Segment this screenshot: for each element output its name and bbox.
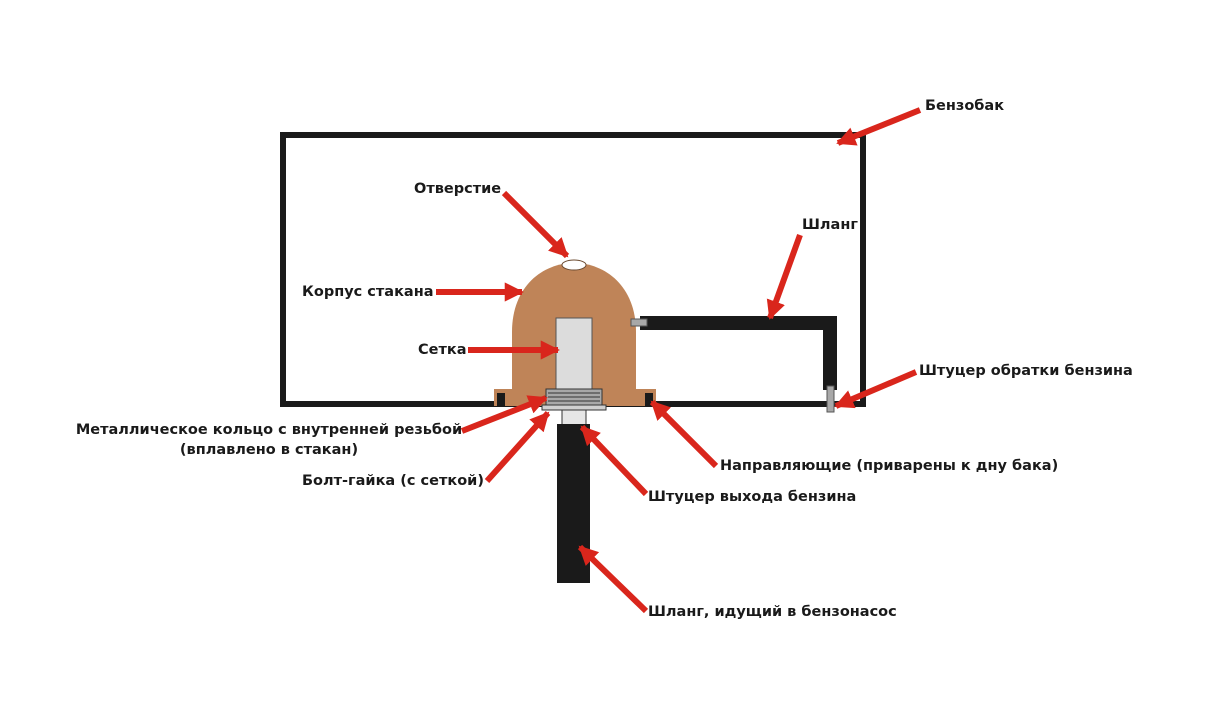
mesh-screen: [555, 317, 593, 395]
arrow-guides: [649, 399, 719, 469]
label-mesh: Сетка: [418, 342, 467, 358]
arrow-tank: [836, 107, 922, 146]
pointer-arrows: [436, 107, 922, 614]
arrow-hole: [501, 190, 570, 259]
cup-hole: [561, 259, 587, 271]
return-hose-horizontal: [640, 316, 837, 330]
return-hose-vertical: [823, 316, 837, 390]
label-metal-ring-line2: (вплавлено в стакан): [179, 442, 359, 458]
return-fitting: [826, 385, 835, 413]
label-pump-hose: Шланг, идущий в бензонасос: [648, 604, 897, 620]
label-bolt-nut: Болт-гайка (с сеткой): [302, 473, 484, 489]
cup-return-nipple: [630, 318, 648, 327]
label-hose: Шланг: [802, 217, 858, 233]
bolt-nut: [541, 404, 607, 411]
label-metal-ring-line1: Металлическое кольцо с внутренней резьбо…: [75, 422, 463, 438]
label-cup-body: Корпус стакана: [302, 284, 434, 300]
label-return-fitting: Штуцер обратки бензина: [919, 363, 1133, 379]
arrow-return-fitting: [834, 369, 918, 409]
guide-right: [645, 393, 653, 406]
arrow-pump-hose: [577, 544, 649, 614]
label-tank: Бензобак: [925, 98, 1005, 114]
arrow-metal-ring: [460, 395, 548, 434]
arrow-hose: [766, 233, 803, 320]
arrow-bolt-nut: [484, 410, 551, 484]
label-outlet-fitting: Штуцер выхода бензина: [648, 489, 857, 505]
label-hole: Отверстие: [414, 181, 502, 197]
label-guides: Направляющие (приварены к дну бака): [720, 458, 1059, 474]
pump-hose: [557, 424, 590, 583]
label-metal-ring: Металлическое кольцо с внутренней резьбо…: [72, 420, 466, 460]
arrow-outlet-fitting: [579, 424, 649, 497]
guide-left: [497, 393, 505, 406]
